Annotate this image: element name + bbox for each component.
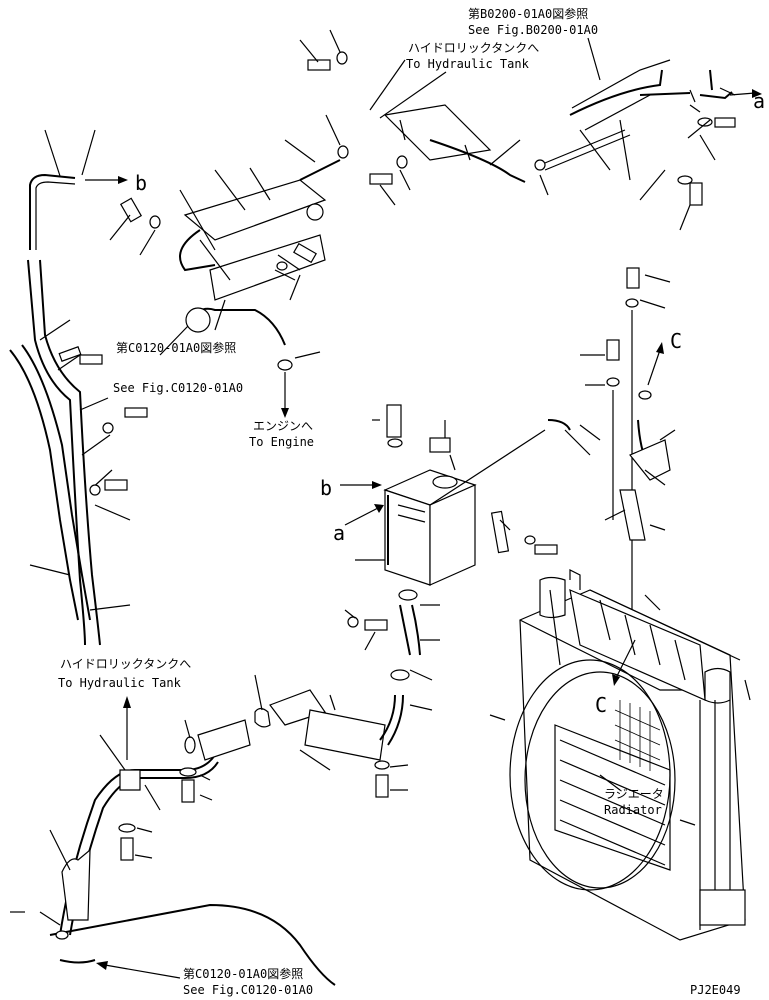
drawing-code: PJ2E049: [690, 983, 741, 997]
dest-engine-jp: エンジンへ: [253, 419, 313, 433]
callout-c-bottom: C: [595, 693, 607, 717]
dest-hydraulic-top-en: To Hydraulic Tank: [406, 57, 530, 71]
ref-b0200-jp: 第B0200-01A0図参照: [468, 6, 588, 21]
callout-c-top: C: [670, 329, 682, 353]
ref-b0200-en: See Fig.B0200-01A0: [468, 23, 598, 37]
manifold-assembly: [179, 167, 327, 418]
dest-hydraulic-left-jp: ハイドロリックタンクへ: [60, 657, 191, 671]
radiator-label-jp: ラジエータ: [604, 787, 664, 801]
ref-c0120-bot-jp: 第C0120-01A0図参照: [183, 966, 303, 981]
ref-c0120-bot-en: See Fig.C0120-01A0: [183, 983, 313, 997]
radiator-assembly: C ラジエータ Radiator: [489, 569, 751, 941]
reservoir-tank: [355, 404, 601, 656]
bolt-set-top-middle: [284, 29, 611, 206]
dest-hydraulic-top-jp: ハイドロリックタンクへ: [408, 41, 539, 55]
dest-engine-en: To Engine: [249, 435, 314, 449]
bolt-set-below-tank: [344, 609, 388, 651]
bolt-set-top-right: [639, 117, 736, 231]
callout-b-mid: b: [320, 476, 332, 500]
clamp-plate-top: [383, 104, 526, 183]
callout-a-top: a: [753, 89, 765, 113]
callout-b-top: b: [135, 171, 147, 195]
dest-hydraulic-left-en: To Hydraulic Tank: [58, 676, 182, 690]
radiator-label-en: Radiator: [604, 803, 662, 817]
left-pipe-top: b: [29, 129, 147, 250]
left-hose-long: [9, 259, 148, 646]
ref-c0120-mid-jp: 第C0120-01A0図参照: [116, 340, 236, 355]
lower-hose-assembly: [10, 669, 433, 986]
ref-c0120-mid-en: See Fig.C0120-01A0: [113, 381, 243, 395]
right-brackets: C: [580, 267, 682, 680]
bolt-set-manifold-left: [109, 197, 161, 256]
callout-a-mid: a: [333, 521, 345, 545]
